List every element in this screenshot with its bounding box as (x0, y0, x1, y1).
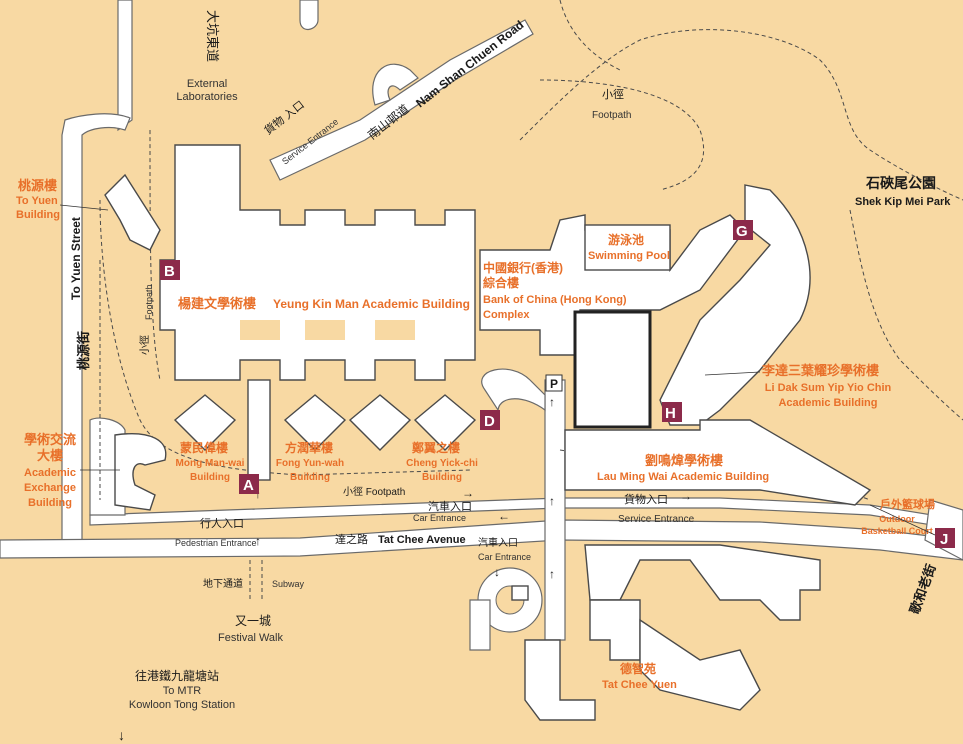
shek-kip-mei-park-en: Shek Kip Mei Park (855, 196, 951, 208)
service-entrance-en-bottom: Service Entrance (618, 514, 695, 525)
fyw-zh-label: 方潤華樓 (285, 440, 333, 455)
marker-A[interactable]: A (239, 474, 259, 494)
footpath-bottom-label: 小徑 Footpath (343, 485, 405, 498)
shek-kip-mei-park-zh: 石硤尾公園 (865, 175, 936, 191)
svg-text:G: G (736, 223, 748, 240)
nam-shan-chuen-road-en: Nam Shan Chuen Road (413, 18, 526, 111)
footpath-en-top: Footpath (592, 110, 631, 121)
svg-text:P: P (550, 377, 558, 391)
right-arrow-icon: → (680, 489, 692, 503)
mtr-zh-label: 往港鐵九龍塘站 (135, 668, 219, 683)
lmw-zh-label: 劉鳴煒學術樓 (645, 453, 723, 468)
to-yuen-building-zh: 桃源樓 (18, 178, 57, 193)
lmw-en-label: Lau Ming Wai Academic Building (597, 471, 769, 483)
buildings (104, 144, 872, 721)
subway-en-label: Subway (272, 579, 305, 589)
service-entrance-zh-top: 貨物 入口 (261, 97, 307, 137)
cyc-zh-label: 鄭翼之樓 (411, 440, 460, 455)
pool-zh-label: 游泳池 (608, 232, 644, 247)
mmw-zh-label: 蒙民偉樓 (180, 440, 228, 455)
down-arrow-icon: ↓ (494, 565, 500, 579)
svg-text:H: H (665, 405, 676, 422)
pool-en-label: Swimming Pool (588, 250, 670, 262)
tat-chee-avenue-zh: 達之路 (335, 532, 368, 546)
festival-walk-en-label: Festival Walk (218, 632, 283, 644)
svg-text:B: B (164, 263, 175, 280)
location-markers: A B D G H J (160, 220, 955, 548)
tat-chee-yuen-en-label: Tat Chee Yuen (602, 679, 677, 691)
boc-label-en: Bank of China (Hong Kong)Complex (483, 294, 627, 321)
down-arrow-icon: ↓ (118, 727, 125, 743)
svg-text:A: A (243, 477, 254, 494)
ko-wo-road-label: 歌和老街 (907, 562, 939, 616)
footpath-en-left: Footpath (144, 284, 154, 320)
aeb-zh-label: 學術交流大樓 (24, 432, 76, 463)
ykm-en-label: Yeung Kin Man Academic Building (273, 297, 470, 311)
service-entrance-zh-bottom: 貨物入口 (624, 492, 668, 506)
marker-D[interactable]: D (480, 410, 500, 430)
svg-text:J: J (940, 531, 948, 548)
leader-lines (59, 204, 936, 536)
car-entrance2-zh-label: 汽車入口 (478, 536, 518, 549)
parking-sign: P ↑ (545, 374, 563, 409)
svg-text:D: D (484, 413, 495, 430)
car-entrance-en-label: Car Entrance (413, 513, 466, 523)
outdoor-court-zh-label: 戶外籃球場 (880, 497, 935, 511)
car-entrance2-en-label: Car Entrance (478, 552, 531, 562)
marker-G[interactable]: G (733, 220, 753, 240)
to-yuen-street-zh: 桃源街 (76, 331, 91, 370)
up-arrow-icon: ↑ (549, 494, 555, 508)
lds-zh-label: 李達三葉耀珍學術樓 (761, 363, 879, 378)
marker-B[interactable]: B (160, 260, 180, 280)
boc-label-zh: 中國銀行(香港)綜合樓 (483, 260, 563, 290)
up-arrow-icon: ↑ (549, 567, 555, 581)
marker-J[interactable]: J (935, 528, 955, 548)
left-arrow-icon: ← (498, 509, 510, 523)
up-arrow-icon: ↑ (255, 534, 261, 548)
right-arrow-icon: → (462, 486, 474, 500)
up-arrow-icon: ↑ (549, 395, 555, 409)
tat-chee-yuen-zh-label: 德智苑 (620, 661, 656, 676)
footpath-zh-left: 小徑 (138, 335, 151, 355)
tai-hang-tung-road-label: 大坑東道 (205, 10, 220, 62)
subway-zh-label: 地下通道 (203, 577, 243, 590)
car-entrance-zh-label: 汽車入口 (428, 499, 472, 513)
ped-entrance-zh-label: 行人入口 (200, 517, 244, 530)
tat-chee-avenue-en: Tat Chee Avenue (378, 534, 466, 546)
footpath-zh-top: 小徑 (602, 88, 624, 101)
marker-H[interactable]: H (662, 402, 682, 422)
ped-entrance-en-label: Pedestrian Entrance (175, 538, 257, 548)
ykm-zh-label: 楊建文學術樓 (178, 296, 256, 311)
to-yuen-street-en: To Yuen Street (69, 217, 83, 300)
festival-walk-zh-label: 又一城 (235, 614, 271, 628)
